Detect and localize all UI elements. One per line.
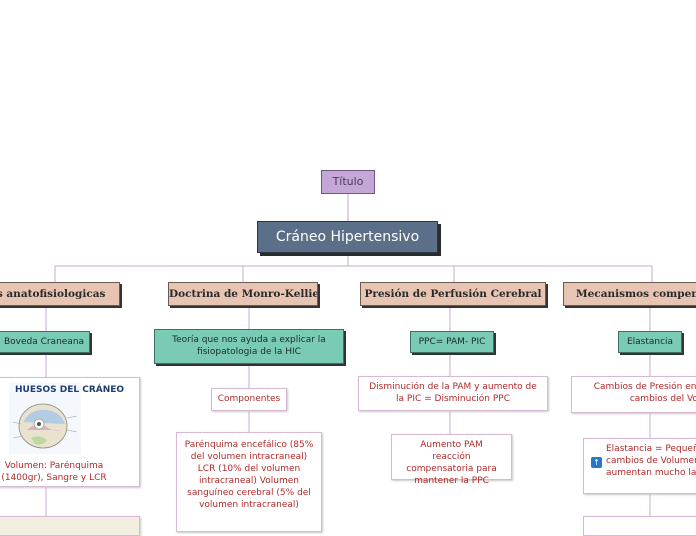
node-text: Elastancia = Pequeños cambios de Volumen… <box>606 444 696 478</box>
category-monro-kellie[interactable]: Doctrina de Monro-Kellie <box>168 282 318 306</box>
connector-lines <box>45 194 653 516</box>
node-text: Volumen: Parénquima (1400gr), Sangre y L… <box>1 461 107 483</box>
info-icon[interactable]: ↑ <box>591 457 602 468</box>
node-componentes[interactable]: Componentes <box>211 388 287 411</box>
node-disminucion-pam[interactable]: Disminución de la PAM y aumento de la PI… <box>358 376 548 411</box>
node-componentes-detail[interactable]: Parénquima encefálico (85% del volumen i… <box>176 432 322 532</box>
node-text: Cambios de Presión en función de los cam… <box>593 382 696 404</box>
title-node[interactable]: Título <box>321 170 375 194</box>
node-aumento-pam[interactable]: Aumento PAM reacción compensatoria para … <box>391 434 512 486</box>
image-title: HUESOS DEL CRÁNEO <box>15 385 125 395</box>
skull-bones-image: HUESOS DEL CRÁNEO <box>9 382 124 454</box>
node-boveda-craneana[interactable]: Boveda Craneana <box>0 331 90 353</box>
category-mecanismos-compensatorios[interactable]: Mecanismos compensatorios <box>563 282 696 306</box>
category-label: Bases anatofisiologicas <box>0 288 106 300</box>
root-node[interactable]: Cráneo Hipertensivo <box>257 221 438 253</box>
node-ppc-formula[interactable]: PPC= PAM- PIC <box>410 331 494 353</box>
node-partial-bottom[interactable] <box>0 516 140 536</box>
category-perfusion-cerebral[interactable]: Presión de Perfusión Cerebral <box>360 282 546 306</box>
node-elastancia-detail[interactable]: ↑ Elastancia = Pequeños cambios de Volum… <box>583 438 696 494</box>
category-bases-anatofisiologicas[interactable]: Bases anatofisiologicas <box>0 282 120 306</box>
node-boveda-detail[interactable]: HUESOS DEL CRÁNEO Volumen: Parénquima (1… <box>0 377 140 487</box>
node-partial-bottom-right[interactable] <box>583 516 696 536</box>
node-elastancia[interactable]: Elastancia <box>618 331 682 353</box>
node-cambios-presion[interactable]: Cambios de Presión en función de los cam… <box>571 376 696 413</box>
node-teoria[interactable]: Teoría que nos ayuda a explicar la fisio… <box>154 329 344 364</box>
